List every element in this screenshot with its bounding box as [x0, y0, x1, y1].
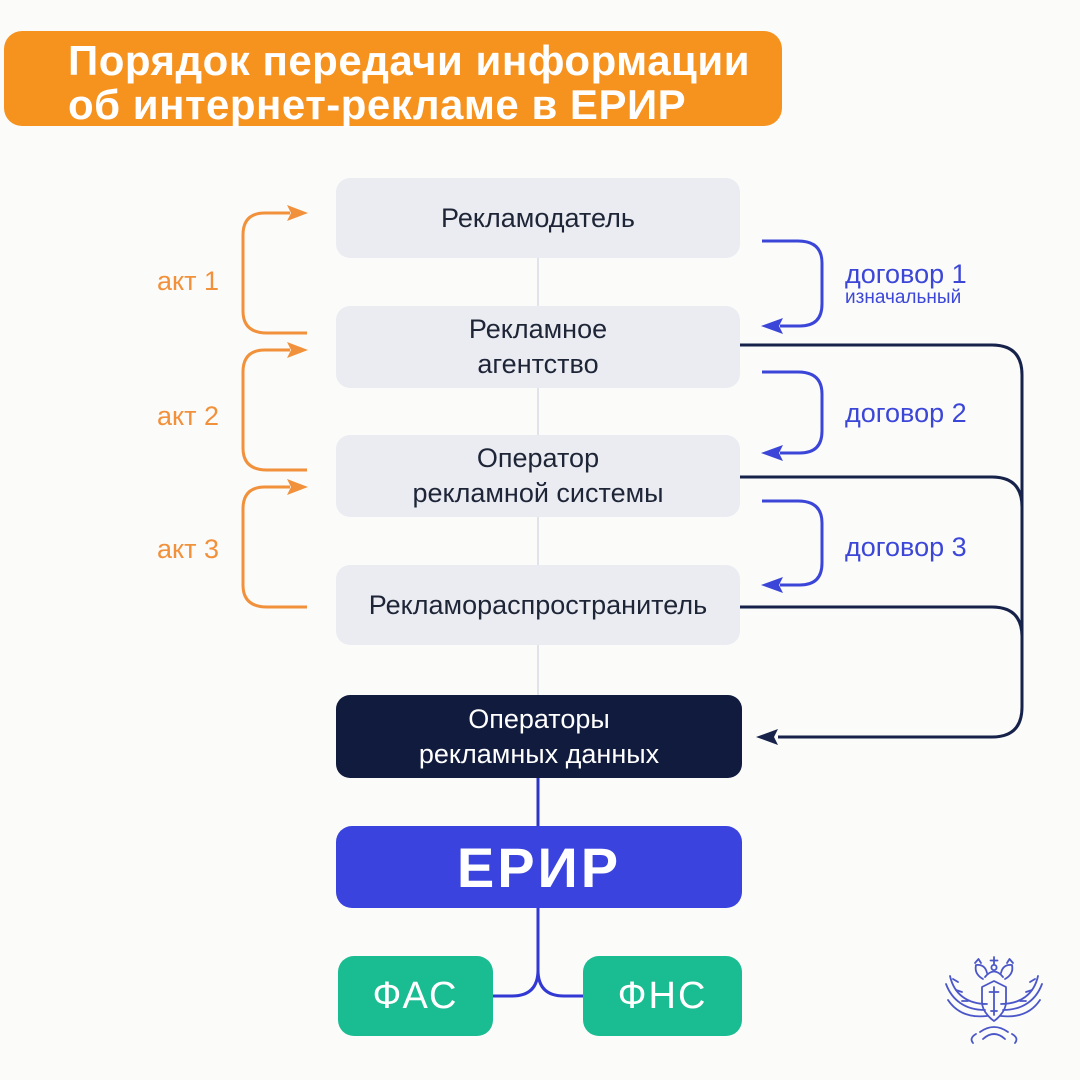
header-banner: Порядок передачи информации об интернет-… [4, 31, 782, 128]
node-ad-agency-label-line1: Рекламное [468, 314, 608, 344]
node-fns-label: ФНС [617, 975, 708, 1017]
contract1-label: договор 1 [845, 259, 967, 289]
erir-logo-text: ЕРИР [456, 835, 622, 899]
node-ad-data-operators-label-line1: Операторы [468, 703, 610, 734]
node-ad-distributor-label: Рекламораспространитель [368, 589, 708, 620]
header-title-line2: об интернет-рекламе в ЕРИР [68, 81, 687, 128]
contract3-label: договор 3 [845, 532, 967, 562]
act3-label: акт 3 [156, 534, 219, 564]
erir-split-line [493, 908, 583, 998]
node-fns: ФНС [583, 956, 742, 1036]
node-ad-distributor: Рекламораспространитель [336, 565, 740, 645]
node-fas: ФАС [338, 956, 493, 1036]
act1-label: акт 1 [156, 266, 219, 296]
node-ad-system-operator: Оператор рекламной системы [336, 435, 740, 517]
node-ad-system-operator-label-line1: Оператор [476, 443, 600, 473]
node-ad-system-operator-label-line2: рекламной системы [412, 478, 664, 508]
node-erir: ЕРИР [336, 826, 742, 908]
act-arrow-paths [241, 211, 307, 609]
node-advertiser: Рекламодатель [336, 178, 740, 258]
double-headed-eagle-icon [945, 956, 1043, 1044]
contract2-label: договор 2 [845, 398, 967, 428]
node-ad-agency-label-line2: агентство [477, 349, 599, 379]
act2-label: акт 2 [156, 401, 219, 431]
act-arrow-heads [287, 205, 308, 495]
ord-collector-arrow-head [756, 729, 778, 745]
node-ad-data-operators: Операторы рекламных данных [336, 695, 742, 778]
contract1-note: изначальный [845, 287, 962, 308]
node-fas-label: ФАС [372, 975, 459, 1017]
contract-arrow-heads [761, 318, 783, 593]
node-ad-data-operators-label-line2: рекламных данных [418, 738, 660, 769]
node-advertiser-label: Рекламодатель [441, 202, 635, 233]
node-ad-agency: Рекламное агентство [336, 306, 740, 388]
ministry-emblem [938, 952, 1050, 1056]
header-title-line1: Порядок передачи информации [68, 37, 751, 84]
contract-arrow-paths [762, 239, 824, 587]
